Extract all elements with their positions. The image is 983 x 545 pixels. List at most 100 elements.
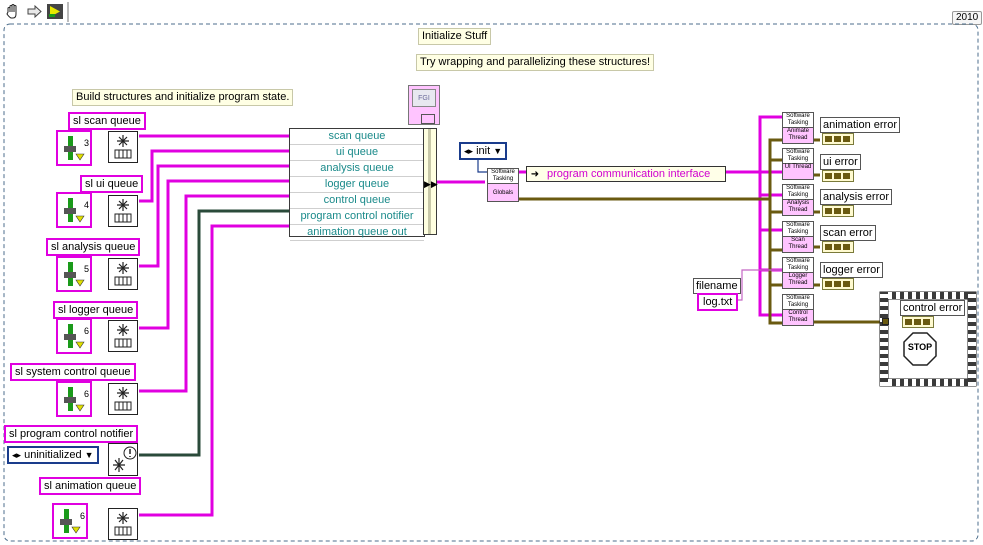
interface-label: program communication interface	[547, 168, 711, 180]
animation-error-indicator[interactable]	[822, 133, 854, 145]
canvas-border	[3, 23, 979, 542]
thread-header: Software Tasking	[783, 149, 813, 164]
obtain-notifier[interactable]	[108, 443, 138, 476]
obtain-queue-system-control[interactable]	[108, 383, 138, 415]
queue-ref-icon	[64, 262, 85, 287]
cluster-constant-label: FGI	[412, 89, 436, 107]
obtain-queue-icon	[114, 135, 132, 159]
logger-queue-size: 6	[84, 326, 90, 336]
thread-scan[interactable]: Software Tasking Scan Thread	[782, 221, 814, 253]
build-hint-note: Build structures and initialize program …	[72, 89, 294, 106]
obtain-queue-logger[interactable]	[108, 320, 138, 352]
thread-body: Analysis Thread	[786, 200, 810, 213]
bundle-cluster-terminal: ▶▶	[423, 128, 438, 235]
thread-control[interactable]: Software Tasking Control Thread	[782, 294, 814, 326]
bundle-by-name[interactable]: scan queue ui queue analysis queue logge…	[289, 128, 425, 241]
arrow-right-icon: ➜	[530, 168, 540, 180]
thread-header: Software Tasking	[783, 295, 813, 310]
thread-ui[interactable]: Software Tasking UI Thread	[782, 148, 814, 180]
loop-strip-bottom	[880, 379, 976, 386]
step-tool-button[interactable]	[26, 3, 44, 20]
stop-sign-icon	[903, 332, 937, 366]
scan-error-label: scan error	[820, 225, 876, 241]
animation-queue-const[interactable]: 6	[52, 503, 88, 539]
globals-subvi[interactable]: Software Tasking Globals	[487, 168, 519, 202]
logger-queue-const[interactable]: 6	[56, 318, 92, 354]
label-ui-queue: sl ui queue	[80, 175, 144, 193]
wire-program-notifier	[139, 209, 289, 457]
arrow-icon	[27, 4, 42, 19]
ui-queue-const[interactable]: 4	[56, 192, 92, 228]
wire-animation-queue	[139, 224, 289, 517]
wire-ui-queue	[139, 149, 289, 203]
obtain-queue-analysis[interactable]	[108, 258, 138, 290]
analysis-error-indicator[interactable]	[822, 205, 854, 217]
run-tool-button[interactable]	[46, 3, 64, 20]
globals-subvi-body: Globals	[492, 190, 514, 196]
hand-icon	[6, 4, 17, 19]
label-system-control-queue: sl system control queue	[10, 363, 136, 381]
scan-queue-size: 3	[84, 138, 90, 148]
obtain-notifier-icon	[113, 446, 137, 472]
wire-logger-queue	[139, 179, 289, 330]
system-control-queue-const[interactable]: 6	[56, 381, 92, 417]
label-program-control-notifier: sl program control notifier	[4, 425, 139, 443]
wire-control-queue	[139, 194, 289, 393]
thread-header: Software Tasking	[783, 258, 813, 273]
stop-label: STOP	[907, 342, 933, 352]
filename-constant[interactable]: log.txt	[697, 293, 739, 311]
thread-logger[interactable]: Software Tasking Logger Thread	[782, 257, 814, 289]
obtain-queue-ui[interactable]	[108, 195, 138, 227]
obtain-queue-animation[interactable]	[108, 508, 138, 540]
notifier-enum[interactable]: ◂▸ uninitialized ▼	[7, 446, 99, 464]
version-badge: 2010	[952, 11, 983, 25]
error-cluster-icon	[905, 319, 930, 325]
stop-button[interactable]: STOP	[903, 332, 937, 366]
animation-queue-size: 6	[80, 511, 86, 521]
logger-error-indicator[interactable]	[822, 278, 854, 290]
hand-tool-button[interactable]	[4, 3, 22, 20]
bundle-field-scan-queue: scan queue	[290, 129, 424, 145]
analysis-queue-const[interactable]: 5	[56, 256, 92, 292]
thread-body: Animate Thread	[786, 128, 809, 141]
thread-header: Software Tasking	[783, 113, 813, 128]
enum-arrows-icon: ◂▸	[464, 146, 474, 156]
queue-ref-icon	[60, 509, 81, 534]
cluster-constant[interactable]: FGI	[408, 85, 440, 125]
ui-error-indicator[interactable]	[822, 170, 854, 182]
system-control-queue-size: 6	[84, 389, 90, 399]
queue-ref-icon	[64, 136, 85, 161]
thread-body: UI Thread	[784, 164, 812, 170]
ui-queue-size: 4	[84, 200, 90, 210]
chevron-down-icon: ▼	[84, 450, 94, 460]
label-animation-queue: sl animation queue	[39, 477, 142, 495]
label-scan-queue: sl scan queue	[68, 112, 146, 130]
control-error-indicator[interactable]	[902, 316, 934, 328]
queue-ref-icon	[64, 198, 85, 223]
globals-subvi-header: Software Tasking	[488, 169, 518, 184]
obtain-queue-icon	[114, 262, 132, 286]
thread-body: Control Thread	[788, 310, 808, 323]
bundle-field-logger-queue: logger queue	[290, 177, 424, 193]
queue-ref-icon	[64, 387, 85, 412]
bundle-terminal-stripe	[428, 129, 431, 234]
loop-strip-left	[880, 292, 888, 386]
label-logger-queue: sl logger queue	[53, 301, 139, 319]
notifier-enum-value: uninitialized	[24, 449, 82, 461]
error-cluster-icon	[825, 208, 850, 214]
queue-ref-icon	[64, 324, 85, 349]
scan-error-indicator[interactable]	[822, 241, 854, 253]
obtain-queue-scan[interactable]	[108, 131, 138, 163]
init-enum[interactable]: ◂▸ init ▼	[459, 142, 508, 160]
bundle-field-analysis-queue: analysis queue	[290, 161, 424, 177]
cluster-constant-terminal	[421, 114, 435, 124]
toolbar-divider	[67, 2, 69, 22]
thread-analysis[interactable]: Software Tasking Analysis Thread	[782, 184, 814, 216]
animation-error-label: animation error	[820, 117, 900, 133]
thread-animate[interactable]: Software Tasking Animate Thread	[782, 112, 814, 144]
scan-queue-const[interactable]: 3	[56, 130, 92, 166]
thread-header: Software Tasking	[783, 222, 813, 237]
frame-title-note: Initialize Stuff	[418, 28, 492, 45]
label-analysis-queue: sl analysis queue	[46, 238, 141, 256]
error-cluster-icon	[825, 281, 850, 287]
